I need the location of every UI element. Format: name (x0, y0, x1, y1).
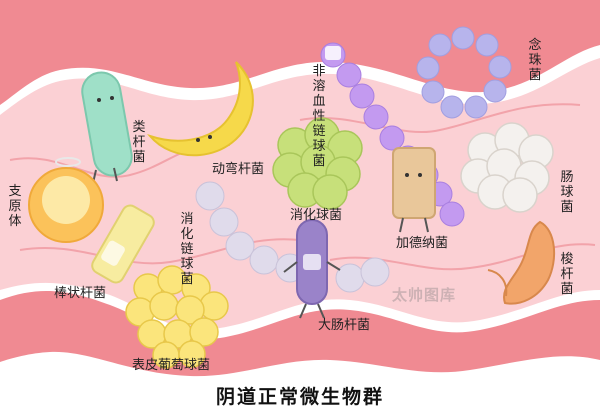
label-gardnerella: 加德纳菌 (396, 236, 449, 251)
figure-title: 阴道正常微生物群 (215, 386, 384, 408)
mobiluncus-eye (208, 135, 212, 139)
tissue-fold (299, 103, 581, 134)
gardnerella-cell (392, 147, 436, 233)
tissue-wall-top (0, 0, 600, 105)
candida-chain (416, 26, 512, 119)
corynebacterium-cell (91, 204, 155, 284)
mycoplasma-core (42, 176, 90, 224)
label-mycoplasma: 支原体 (8, 184, 22, 229)
ecoli-cell (283, 219, 341, 319)
bacteroides-cell (81, 71, 133, 184)
label-enterococcus: 肠球菌 (560, 170, 574, 215)
label-mobiluncus: 动弯杆菌 (212, 162, 265, 177)
tissue-wall-bottom (0, 290, 600, 377)
label-staph-epidermidis: 表皮葡萄球菌 (132, 358, 211, 373)
label-candida: 念珠菌 (528, 38, 542, 83)
mobiluncus-eye (196, 138, 200, 142)
peptococcus-cluster (272, 117, 363, 210)
label-ecoli: 大肠杆菌 (318, 318, 371, 333)
label-peptostrep: 消化链球菌 (180, 212, 194, 287)
label-corynebacterium: 棒状杆菌 (54, 286, 107, 301)
strep-face-mask (325, 46, 341, 60)
mycoplasma-halo (55, 157, 81, 167)
label-strep-nonhemolytic: 非溶血性链球菌 (312, 64, 326, 169)
mobiluncus-crescent (146, 61, 254, 157)
watermark: 太帅图库 (392, 286, 457, 304)
fusobacterium-cell (487, 220, 556, 305)
enterococcus-cluster (460, 122, 554, 213)
label-fusobacterium: 梭杆菌 (560, 252, 574, 297)
label-bacteroides: 类杆菌 (132, 120, 146, 165)
label-peptococcus: 消化球菌 (290, 208, 343, 223)
staph-epidermidis-cluster (125, 265, 229, 369)
tissue-fold (19, 238, 301, 265)
